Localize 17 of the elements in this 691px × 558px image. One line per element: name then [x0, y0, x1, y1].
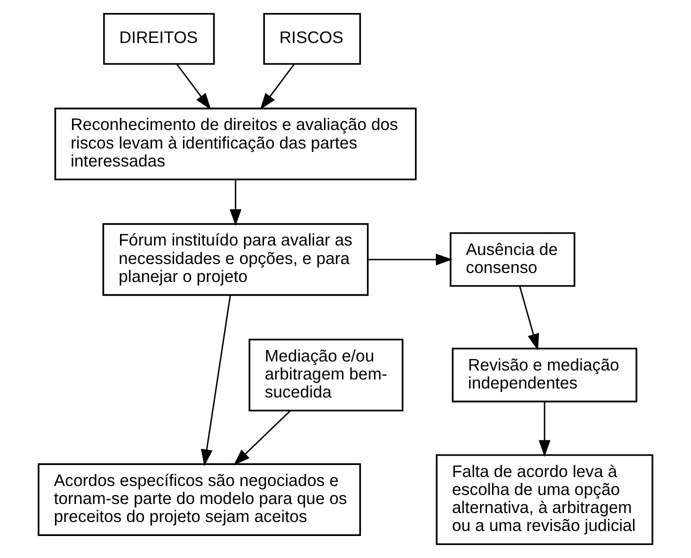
arrow	[538, 402, 550, 457]
node-box: Fórum instituído para avaliar as necessidades e opções, e para planejar o projeto	[102, 223, 369, 296]
arrow	[230, 180, 242, 226]
arrow	[176, 64, 212, 110]
arrow	[233, 410, 291, 466]
node-box: Falta de acordo leva à escolha de uma opção alternativa, à arbitragem ou a uma revisão judicial	[436, 454, 654, 545]
node-box: DIREITOS	[103, 12, 215, 65]
arrow	[519, 286, 540, 351]
node-box: Reconhecimento de direitos e avaliação dos riscos levam à identificação das partes interessadas	[54, 108, 417, 180]
node-box: Ausência de consenso	[450, 232, 576, 287]
arrow	[260, 64, 295, 110]
arrow	[200, 295, 231, 466]
node-box: Revisão e mediação independentes	[452, 348, 638, 402]
node-box: Acordos específicos são negociados e tornam-se parte do modelo para que os preceitos do projeto sejam aceitos	[38, 463, 361, 536]
arrow	[368, 254, 453, 266]
node-box: RISCOS	[263, 12, 361, 65]
node-box: Mediação e/ou arbitragem bem-sucedida	[248, 338, 404, 412]
